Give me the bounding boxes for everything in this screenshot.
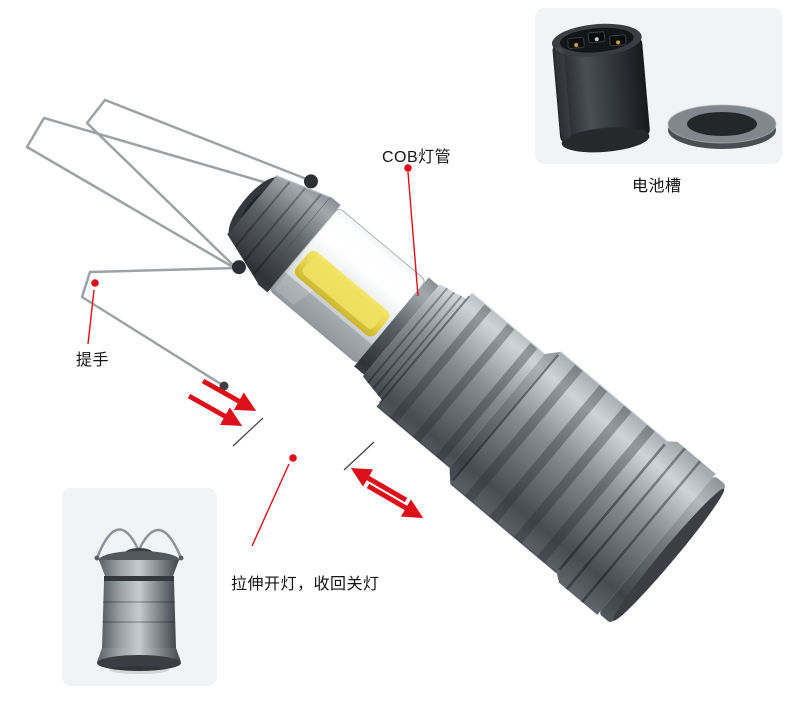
lantern-collar [362, 284, 467, 401]
pull-instruction-label: 拉伸开灯，收回关灯 [231, 576, 380, 593]
handle-pivot [231, 260, 246, 275]
lantern-lid [227, 174, 331, 284]
lantern-body-upper [376, 292, 561, 484]
stretch-marker-dot [289, 454, 297, 462]
battery-holder-icon [551, 23, 650, 153]
annotation-markers [87, 164, 419, 547]
handle-marker-dot [91, 279, 99, 287]
seam-tick-line [232, 417, 264, 447]
lantern-body-lower [449, 351, 668, 574]
battery-cap-ring-icon [667, 104, 777, 149]
slide-direction-arrows-upper [187, 378, 257, 426]
lantern-base [556, 441, 725, 622]
handle-leader-line [87, 289, 95, 345]
collapsed-lantern-inset [62, 488, 217, 686]
handle-pivot-rivet [219, 381, 229, 391]
handle-label: 提手 [76, 352, 110, 369]
slide-direction-arrows-lower [350, 467, 424, 519]
collapsed-lantern-icon [94, 528, 184, 674]
handle-wire-icon [25, 98, 311, 388]
battery-slot-label: 电池槽 [632, 178, 682, 195]
cob-tube-label: COB灯管 [382, 149, 452, 166]
cob-leader-line [407, 171, 419, 297]
lamp-section [257, 196, 439, 375]
handle-pivot [303, 174, 318, 189]
lantern-main [227, 174, 725, 622]
seam-tick-line [343, 441, 375, 471]
cob-marker-dot [404, 164, 412, 172]
battery-compartment-inset [535, 8, 782, 164]
stretch-leader-line [251, 463, 290, 547]
